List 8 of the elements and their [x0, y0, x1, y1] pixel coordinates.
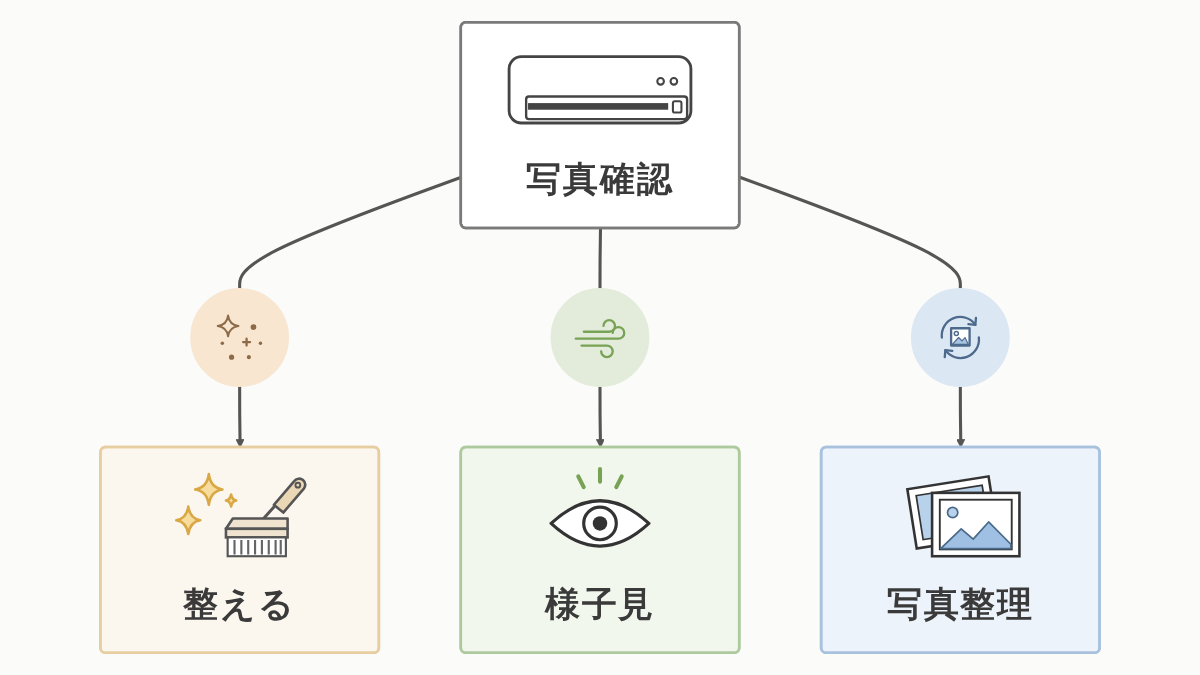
connector: [598, 228, 603, 290]
node-circle: [550, 288, 650, 387]
arrow: [595, 385, 605, 448]
arrow: [235, 385, 245, 448]
node-circle: [190, 288, 290, 387]
connector: [739, 175, 962, 290]
arrow: [956, 385, 966, 448]
node-circle: [910, 288, 1010, 387]
